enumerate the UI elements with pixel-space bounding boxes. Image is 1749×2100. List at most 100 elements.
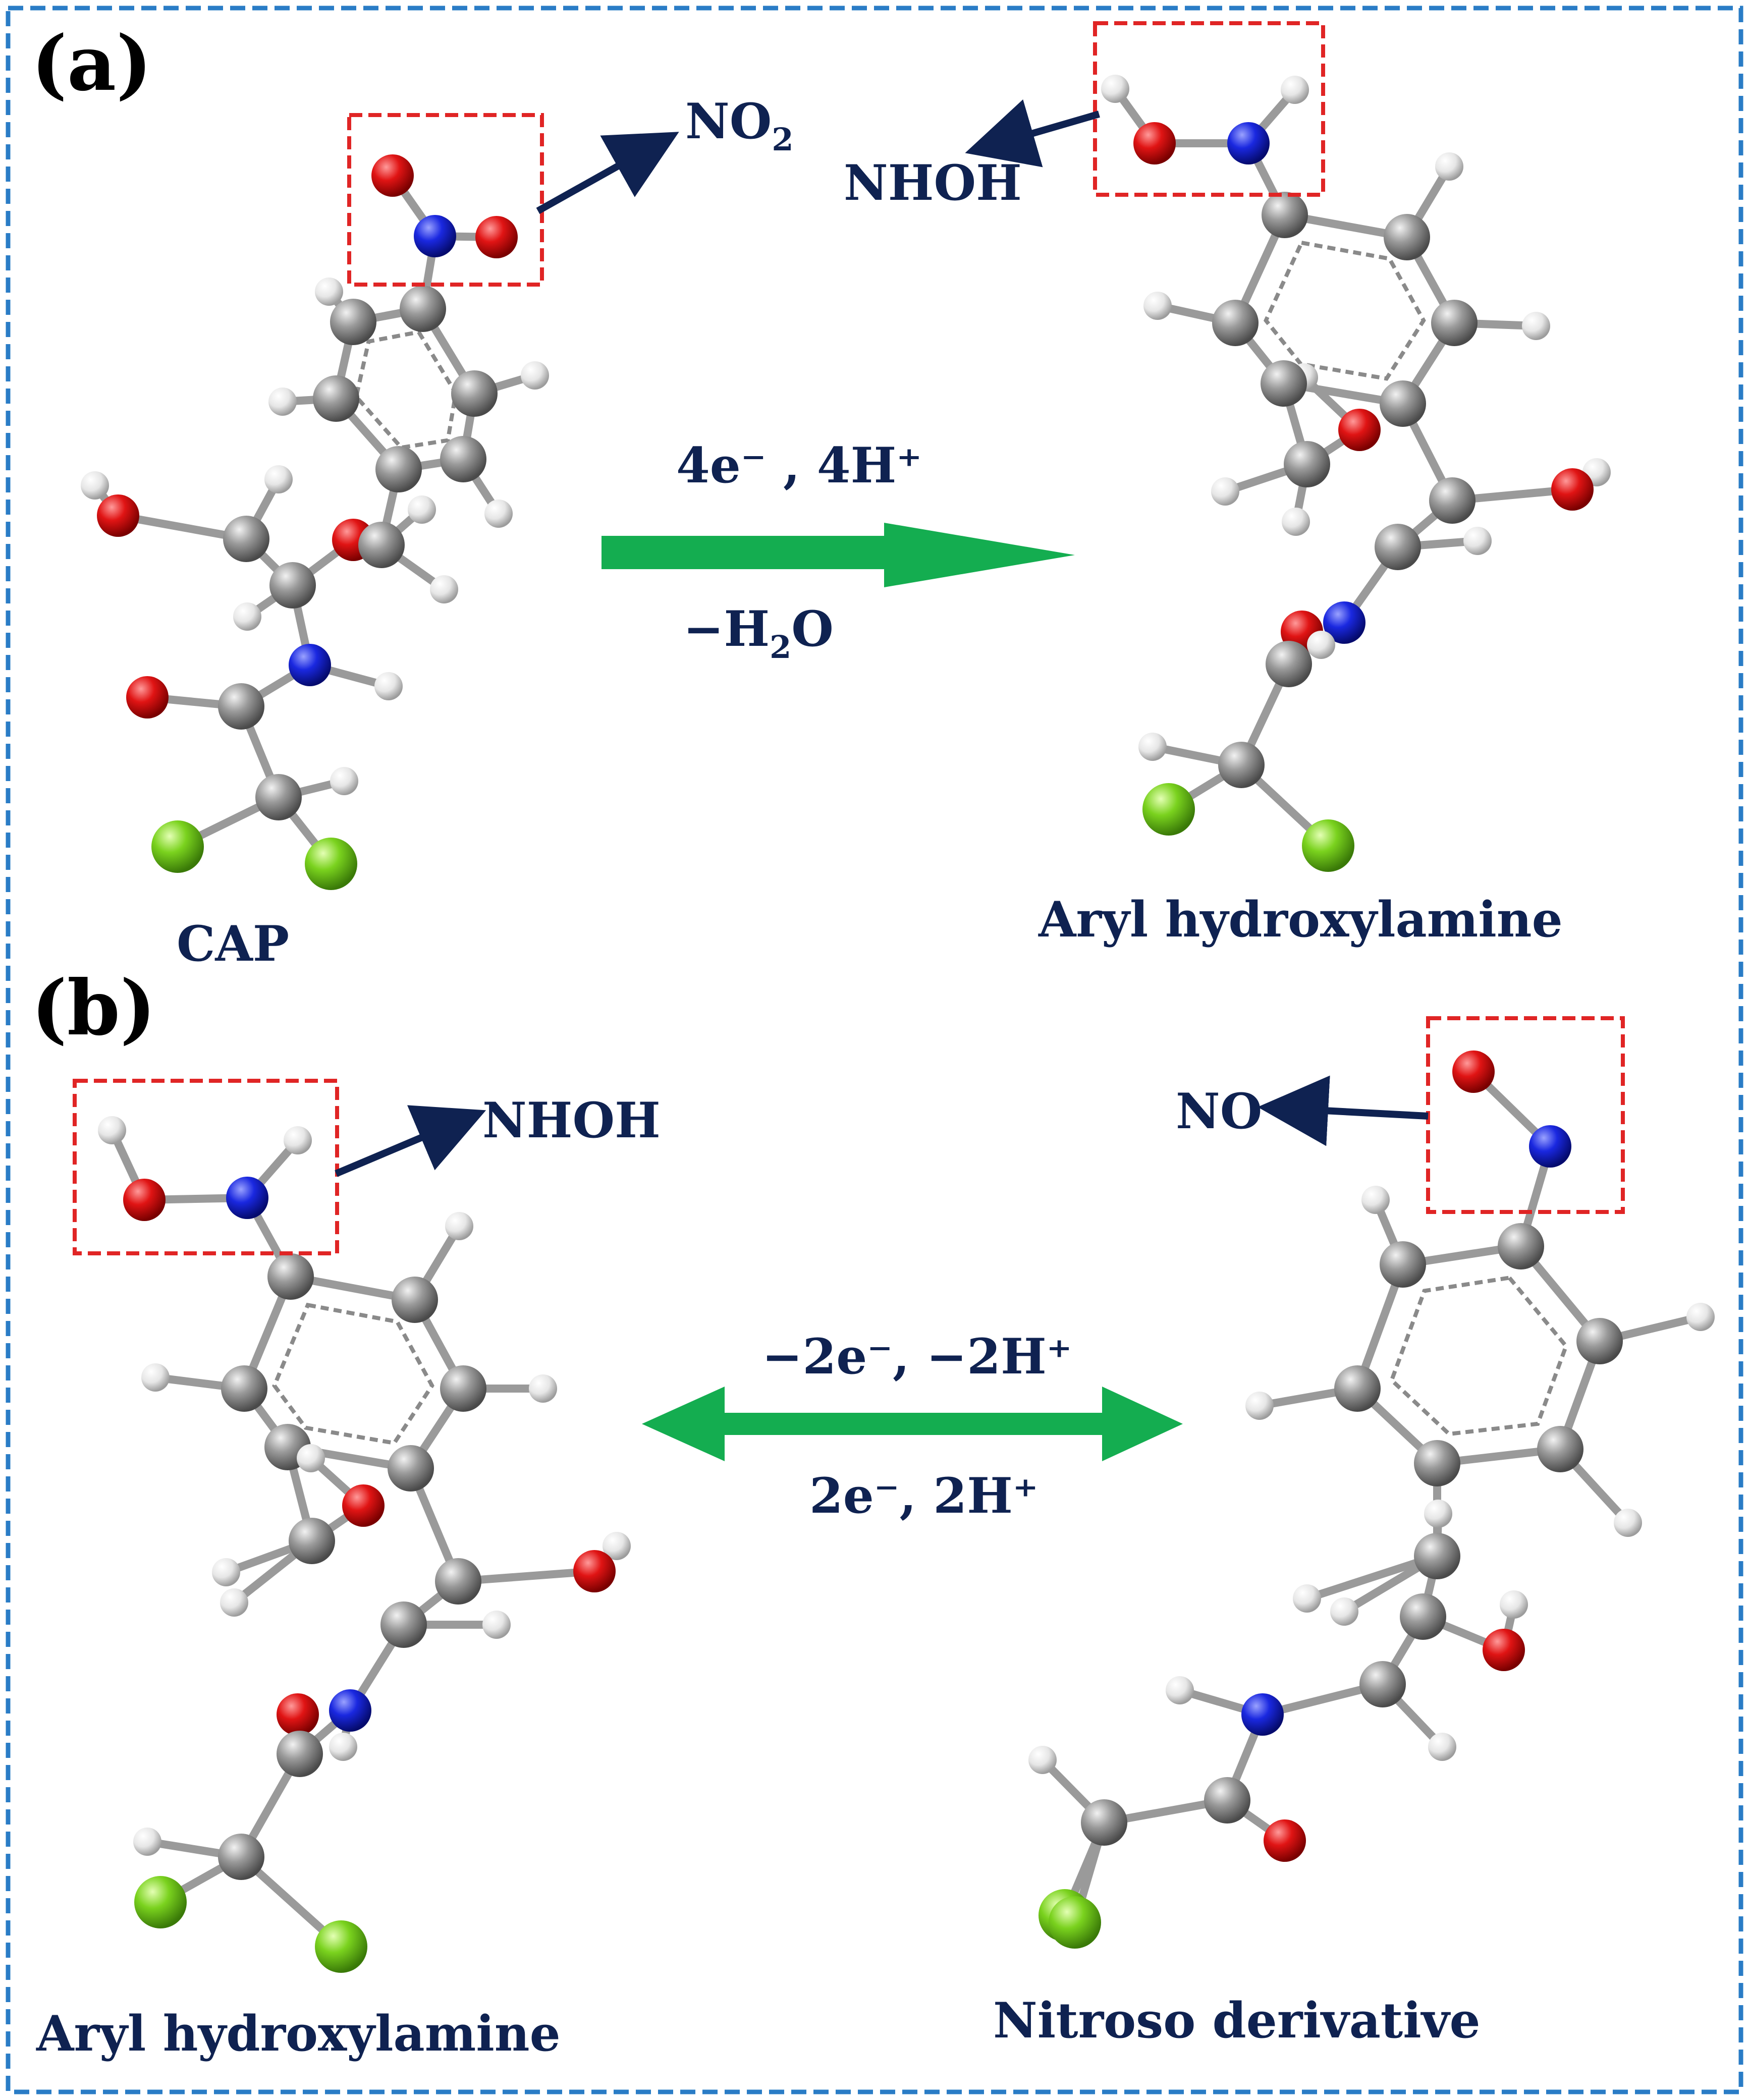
oxygen-atom <box>1452 1051 1495 1093</box>
condition-oxidation: −2e⁻, −2H⁺ <box>762 1328 1072 1385</box>
hydrogen-atom <box>1138 733 1167 761</box>
carbon-atom <box>392 1277 438 1323</box>
hydrogen-atom <box>1686 1303 1715 1331</box>
hydrogen-atom <box>1211 477 1239 506</box>
aryl-hydroxylamine-molecule-b <box>98 1116 631 1973</box>
hydrogen-atom <box>98 1116 126 1144</box>
carbon-atom <box>1375 524 1421 570</box>
hydrogen-atom <box>1101 75 1129 103</box>
hydrogen-atom <box>374 672 403 700</box>
chlorine-atom <box>305 838 357 890</box>
hydrogen-atom <box>1614 1509 1642 1537</box>
chlorine-atom <box>315 1920 367 1973</box>
cap-label: CAP <box>177 915 289 972</box>
hydrogen-atom <box>81 471 109 500</box>
hydrogen-atom <box>284 1126 312 1154</box>
hydrogen-atom <box>445 1212 473 1240</box>
carbon-atom <box>1212 300 1259 346</box>
hydrogen-atom <box>1428 1733 1456 1761</box>
oxygen-atom <box>371 154 414 197</box>
carbon-atom <box>1218 742 1265 788</box>
hydrogen-atom <box>329 1733 357 1761</box>
carbon-atom <box>1380 380 1426 427</box>
carbon-atom <box>1537 1426 1583 1472</box>
condition-water-loss: −H2O <box>683 600 834 666</box>
hydrogen-atom <box>1282 508 1310 536</box>
hydrogen-atom <box>1424 1500 1452 1528</box>
carbon-atom <box>1414 1533 1460 1579</box>
hydrogen-atom <box>408 495 436 524</box>
chlorine-atom <box>151 820 204 873</box>
nhoh-highlight-box-b <box>73 1079 339 1255</box>
carbon-atom <box>221 1365 267 1412</box>
no-highlight-box <box>1426 1016 1625 1214</box>
carbon-atom <box>289 1518 335 1564</box>
oxygen-atom <box>123 1179 166 1221</box>
carbon-atom <box>330 299 376 345</box>
forward-reaction-arrow <box>602 523 1075 587</box>
hydrogen-atom <box>430 575 458 603</box>
nitrogen-atom <box>1323 601 1365 644</box>
carbon-atom <box>440 1365 486 1412</box>
aryl-hydroxylamine-label-b: Aryl hydroxylamine <box>36 2005 561 2062</box>
hydrogen-atom <box>529 1374 557 1403</box>
no-group-label: NO <box>1176 1083 1262 1140</box>
hydrogen-atom <box>1293 1584 1321 1613</box>
oxygen-atom <box>475 216 518 258</box>
aromatic-ring <box>272 1302 434 1446</box>
carbon-atom <box>400 286 446 332</box>
hydrogen-atom <box>297 1444 325 1472</box>
nitrogen-atom <box>414 215 456 257</box>
hydrogen-atom <box>212 1558 240 1586</box>
oxygen-atom <box>1483 1629 1525 1671</box>
nitrogen-atom <box>1227 122 1270 164</box>
carbon-atom <box>1262 192 1308 238</box>
carbon-atom <box>223 516 269 562</box>
panel-a-letter: (a) <box>31 19 152 108</box>
panel-b-letter: (b) <box>31 964 156 1053</box>
carbon-atom <box>1384 214 1430 260</box>
hydrogen-atom <box>521 361 549 390</box>
hydrogen-atom <box>1307 631 1335 659</box>
hydrogen-atom <box>1143 292 1172 320</box>
carbon-atom <box>1334 1365 1381 1412</box>
hydrogen-atom <box>268 388 297 416</box>
nitroso-derivative-label: Nitroso derivative <box>993 1992 1481 2049</box>
carbon-atom <box>1261 360 1307 407</box>
nitrogen-atom <box>1529 1125 1571 1168</box>
nitrogen-atom <box>226 1177 268 1219</box>
hydrogen-atom <box>484 500 513 528</box>
carbon-atom <box>380 1601 427 1648</box>
carbon-atom <box>267 1253 314 1300</box>
carbon-atom <box>1266 641 1312 687</box>
carbon-atom <box>313 375 359 422</box>
oxygen-atom <box>277 1693 319 1736</box>
carbon-atom <box>358 522 405 568</box>
carbon-atom <box>435 1558 481 1605</box>
hydrogen-atom <box>330 767 358 795</box>
nhoh-pointer-arrow-a <box>965 99 1100 168</box>
nitrogen-atom <box>329 1689 371 1732</box>
nhoh-pointer-arrow-b <box>335 1105 486 1177</box>
condition-reduction: 2e⁻, 2H⁺ <box>809 1467 1039 1524</box>
carbon-atom <box>277 1731 323 1777</box>
carbon-atom <box>451 370 498 417</box>
oxygen-atom <box>1551 468 1594 511</box>
no-pointer-arrow <box>1258 1075 1429 1146</box>
hydrogen-atom <box>315 278 343 306</box>
nhoh-highlight-box-a <box>1093 21 1325 197</box>
no2-highlight-box <box>347 113 544 287</box>
hydrogen-atom <box>1281 76 1309 104</box>
carbon-atom <box>1429 477 1475 524</box>
hydrogen-atom <box>1463 527 1492 555</box>
hydrogen-atom <box>1166 1676 1194 1704</box>
aromatic-ring <box>354 329 458 450</box>
carbon-atom <box>269 562 316 609</box>
carbon-atom <box>1359 1661 1406 1707</box>
oxygen-atom <box>1264 1819 1306 1862</box>
hydrogen-atom <box>482 1611 511 1639</box>
carbon-atom <box>388 1445 434 1491</box>
aromatic-ring <box>1264 240 1426 381</box>
no2-group-label: NO2 <box>685 93 794 158</box>
